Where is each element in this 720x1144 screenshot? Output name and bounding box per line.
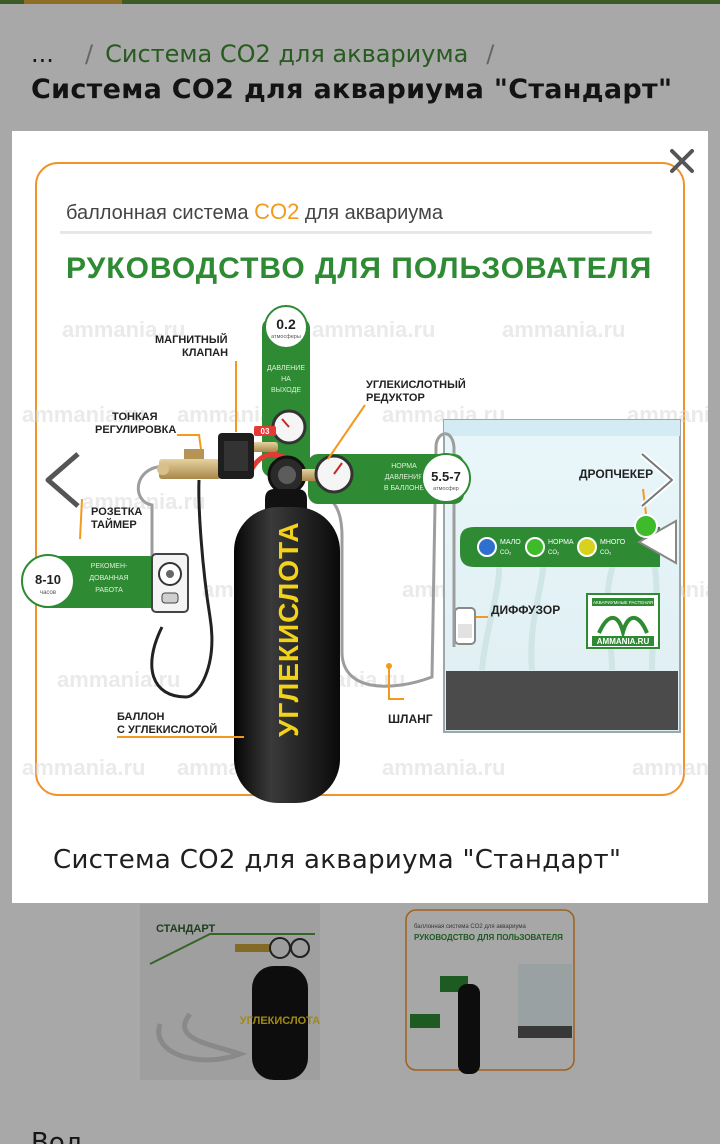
svg-text:ammania.ru: ammania.ru [382,755,506,780]
solenoid-and-fine-valve [157,433,254,479]
chevron-right-icon [640,451,675,509]
co2-level-indicator: МАЛО CO₂ НОРМА CO₂ МНОГО CO₂ [460,527,660,567]
co2-low-label: МАЛО [500,539,521,546]
svg-text:ammania.ru: ammania.ru [502,317,626,342]
diffuser-label: ДИФФУЗОР [491,603,560,617]
thumbnail-user-guide[interactable]: баллонная система CO2 для аквариума РУКО… [400,904,580,1080]
co2-high-sub: CO₂ [600,550,612,556]
brand-tagline: АКВАРИУМНЫЕ РАСТЕНИЯ [593,600,653,605]
timer-unit: часов [40,590,56,596]
cylinder-label-2: С УГЛЕКИСЛОТОЙ [117,723,217,736]
breadcrumb-link-co2-systems[interactable]: Система СО2 для аквариума [105,40,469,68]
cylinder-pressure-value: 5.5-7 [431,469,461,484]
thumbnail-standard-label: СТАНДАРТ [156,923,216,935]
output-pressure-label-1: ДАВЛЕНИЕ [267,365,305,372]
top-accent-segment [24,0,122,4]
timer-label-3: РАБОТА [95,587,123,594]
cylinder-pressure-label-2: ДАВЛЕНИЯ [385,474,423,481]
breadcrumb-separator: / [486,40,495,68]
co2-high-dot [577,537,597,557]
image-lightbox: баллонная система CO2 для аквариума РУКО… [12,131,708,903]
lightbox-image: баллонная система CO2 для аквариума РУКО… [12,147,708,827]
drop-checker: ДРОПЧЕКЕР [579,467,677,565]
valve-power-cable [150,479,214,699]
svg-text:ammania.ru: ammania.ru [632,755,708,780]
breadcrumb-separator: / [85,40,94,68]
cylinder-label-1: БАЛЛОН [117,711,165,723]
breadcrumb-ellipsis[interactable]: ... [31,40,54,68]
timer-label-1: РЕКОМЕН- [91,563,128,570]
lightbox-caption: Система СО2 для аквариума "Стандарт" [53,845,622,875]
cylinder-pressure-unit: атмосфер [433,486,459,492]
co2-hose [311,432,456,688]
ammania-logo: АКВАРИУМНЫЕ РАСТЕНИЯ AMMANIA.RU [586,593,660,649]
socket-timer: 8-10 часов РЕКОМЕН- ДОВАННАЯ РАБОТА [21,553,189,613]
diffuser: ДИФФУЗОР [454,603,560,645]
socket-timer-label-1: РОЗЕТКА [91,506,142,518]
thumbnail-guide-subtitle: баллонная система CO2 для аквариума [414,924,527,930]
gauge-mark: 03 [261,427,270,436]
drop-checker-label: ДРОПЧЕКЕР [579,467,653,481]
svg-text:ammania.ru: ammania.ru [62,317,186,342]
fine-tuning-label-1: ТОНКАЯ [112,411,158,423]
cylinder-pressure-label-1: НОРМА [391,463,417,470]
timer-value: 8-10 [35,572,61,587]
output-pressure-label-2: НА [281,376,291,383]
thumbnail-standard-image: СТАНДАРТ УГЛЕКИСЛОТА [140,904,320,1080]
hose-pointer [388,666,404,700]
lightbox-prev-button[interactable] [40,448,88,512]
co2-normal-sub: CO₂ [548,550,560,556]
output-pressure-unit: атмосферы [271,334,301,340]
aquarium-tank [443,419,681,733]
cylinder-pressure-label-3: В БАЛЛОНЕ [384,485,425,492]
output-pressure-label-3: ВЫХОДЕ [271,387,301,394]
output-pressure-value: 0.2 [276,316,296,332]
magnetic-valve-label-2: КЛАПАН [182,347,228,359]
hose-pointer-dot [386,663,392,669]
chevron-left-icon [45,452,80,508]
breadcrumb: ... / Система СО2 для аквариума / [31,36,506,72]
label-pointers [79,361,366,738]
brand-name: AMMANIA.RU [597,637,650,646]
svg-text:ammania.ru: ammania.ru [312,317,436,342]
lightbox-close-button[interactable] [666,145,698,177]
co2-system-user-guide-diagram: баллонная система CO2 для аквариума РУКО… [21,162,708,803]
top-accent-bar [0,0,720,4]
thumbnail-standard[interactable]: СТАНДАРТ УГЛЕКИСЛОТА [140,904,320,1080]
co2-normal-dot [525,537,545,557]
close-icon [670,149,694,173]
co2-low-sub: CO₂ [500,550,512,556]
part-labels: МАГНИТНЫЙ КЛАПАН ТОНКАЯ РЕГУЛИРОВКА РОЗЕ… [91,333,466,736]
description-heading: Вод [31,1128,83,1144]
thumbnail-user-guide-image: баллонная система CO2 для аквариума РУКО… [400,904,580,1080]
svg-text:ammania.ru: ammania.ru [22,402,146,427]
cylinder-label-text: УГЛЕКИСЛОТА [273,521,304,737]
socket-timer-label-2: ТАЙМЕР [91,518,137,531]
thumbnail-guide-title: РУКОВОДСТВО ДЛЯ ПОЛЬЗОВАТЕЛЯ [414,933,563,942]
thumbnail-cylinder-text: УГЛЕКИСЛОТА [240,1015,320,1027]
magnetic-valve-label-1: МАГНИТНЫЙ [155,333,228,346]
subtitle-brush-stroke [60,231,652,234]
lightbox-next-button[interactable] [632,448,680,512]
product-thumbnails: СТАНДАРТ УГЛЕКИСЛОТА баллонная система C… [0,900,720,1090]
co2-normal-label: НОРМА [548,539,574,546]
hose-label: ШЛАНГ [388,712,433,726]
diagram-subtitle: баллонная система CO2 для аквариума [66,199,444,224]
co2-cylinder: УГЛЕКИСЛОТА [234,489,340,803]
fine-tuning-label-2: РЕГУЛИРОВКА [95,424,176,436]
co2-high-label: МНОГО [600,539,626,546]
diagram-title: РУКОВОДСТВО ДЛЯ ПОЛЬЗОВАТЕЛЯ [66,252,652,285]
regulator-label-2: РЕДУКТОР [366,392,425,404]
svg-text:ammania.ru: ammania.ru [22,755,146,780]
co2-low-dot [477,537,497,557]
page-title: Система СО2 для аквариума "Стандарт" [31,74,673,105]
regulator-label-1: УГЛЕКИСЛОТНЫЙ [366,378,466,391]
hose-to-fine-valve [136,464,166,577]
timer-label-2: ДОВАННАЯ [89,575,128,582]
